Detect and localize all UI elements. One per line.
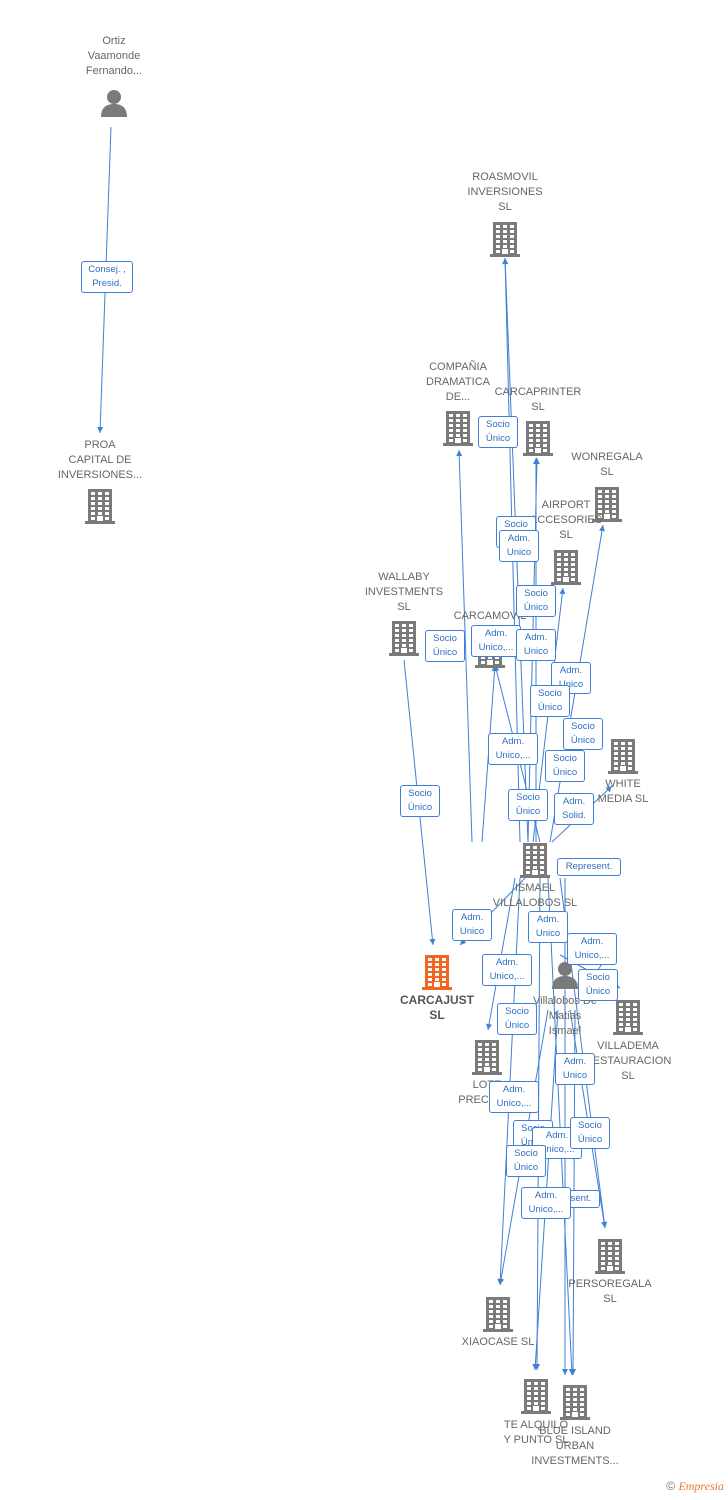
relation-label[interactable]: Adm. Unico [452,909,492,941]
relation-label[interactable]: Adm. Unico,... [567,933,617,965]
company-name: PROA CAPITAL DE INVERSIONES... [57,439,143,481]
building-icon [422,955,452,990]
relation-label[interactable]: Adm. Unico,... [521,1187,571,1219]
arrowhead [533,458,539,464]
company-name: ISMAEL VILLALOBOS SL [492,882,578,909]
relation-label[interactable]: Socio Único [578,969,618,1001]
brand-logo[interactable]: Empresia [678,1479,724,1493]
company-name: PERSOREGALA SL [568,1278,652,1305]
building-icon [608,739,638,774]
relation-label[interactable]: Adm. Unico,... [489,1081,539,1113]
arrowhead [502,258,509,265]
footer: © Empresia [666,1479,724,1494]
building-icon [523,421,553,456]
building-icon [551,550,581,585]
relation-label[interactable]: Consej. , Presid. [81,261,133,293]
building-icon [521,1379,551,1414]
arrowhead [601,1221,608,1228]
relation-label[interactable]: Adm. Unico [528,911,568,943]
person-name: Villalobos De Matias Ismael [532,995,597,1037]
relation-label[interactable]: Socio Único [508,789,548,821]
company-name: CARCAPRINTER SL [494,386,582,413]
arrowhead [491,665,498,672]
arrowhead [559,588,566,595]
arrowhead [456,450,463,457]
arrowhead [605,786,612,793]
person-name: Ortiz Vaamonde Fernando... [85,35,143,77]
arrowhead [97,426,104,433]
company-name: BLUE ISLAND URBAN INVESTMENTS... [531,1425,619,1467]
edge-line [547,877,573,1376]
relation-label[interactable]: Adm. Unico,... [488,733,538,765]
relation-label[interactable]: Socio Único [570,1117,610,1149]
company-name: AIRPORT ACCESORIES SL [529,499,603,541]
arrowhead [568,1368,575,1375]
relation-label[interactable]: Adm. Unico [551,662,591,694]
building-icon [443,411,473,446]
copyright-symbol: © [666,1479,676,1493]
relation-label[interactable]: Adm. Unico,... [482,954,532,986]
relation-label[interactable]: Socio Único [545,750,585,782]
relation-label[interactable]: Adm. Unico,... [471,625,521,657]
relation-label[interactable]: Socio Único [516,585,556,617]
relation-label[interactable]: Adm. Unico [555,1053,595,1085]
building-icon [592,487,622,522]
building-icon [613,1000,643,1035]
relation-label[interactable]: Adm. Solid. [554,793,594,825]
arrowhead [534,1363,541,1370]
company-name: WHITE MEDIA SL [597,778,649,805]
relation-label[interactable]: Represent. [557,858,621,876]
arrowhead [429,938,436,945]
company-name: TE ALQUILO Y PUNTO SL [503,1419,569,1446]
building-icon [472,1040,502,1075]
relation-label[interactable]: Socio Único [478,416,518,448]
edge-line [458,449,473,843]
relation-label[interactable]: Socio Único [563,718,603,750]
arrowhead [497,1278,504,1285]
building-icon [520,843,550,878]
person-icon [101,90,127,117]
relation-label[interactable]: Socio Único [400,785,440,817]
company-name: WALLABY INVESTMENTS SL [364,571,444,613]
arrowhead [599,525,605,532]
company-name: XIAOCASE SL [461,1336,535,1348]
building-icon [85,489,115,524]
company-name: VILLADEMA RESTAURACION SL [584,1040,672,1082]
relation-label[interactable]: Socio Único [506,1145,546,1177]
building-icon [490,222,520,257]
relation-label[interactable]: Adm. Unico [499,530,539,562]
company-name: WONREGALA SL [571,451,643,478]
relation-label[interactable]: Socio Único [530,685,570,717]
relation-label[interactable]: Socio Único [497,1003,537,1035]
building-icon [560,1385,590,1420]
building-icon [595,1239,625,1274]
company-name: CARCAMOVIL [453,610,527,622]
relation-label[interactable]: Adm. Unico [516,629,556,661]
company-name: CARCAJUST SL [399,993,474,1022]
arrowhead [486,1023,493,1030]
person-icon [552,962,578,989]
company-name: COMPAÑIA DRAMATICA DE... [426,361,490,403]
relation-label[interactable]: Socio Único [425,630,465,662]
building-icon [483,1297,513,1332]
building-icon [389,621,419,656]
arrowhead [562,1369,568,1375]
company-name: ROASMOVIL INVERSIONES SL [467,171,543,213]
